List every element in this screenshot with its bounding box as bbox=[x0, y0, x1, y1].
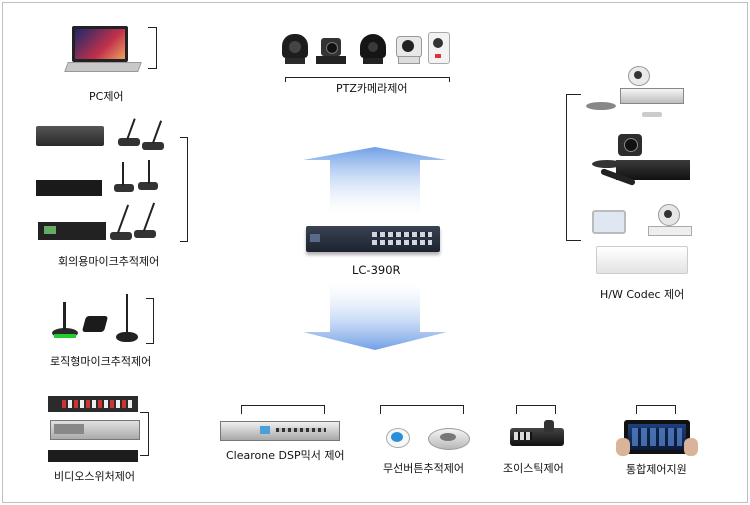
pc-label: PC제어 bbox=[89, 90, 124, 103]
video-switcher-bracket bbox=[140, 412, 149, 456]
logic-mic-group bbox=[46, 294, 146, 346]
video-switcher-label: 비디오스위처제어 bbox=[54, 470, 135, 483]
joystick-bracket bbox=[516, 405, 556, 414]
conference-mic-label: 회의용마이크추적제어 bbox=[58, 255, 160, 268]
pc-bracket bbox=[148, 27, 157, 69]
codec-device-group bbox=[584, 64, 694, 276]
integrated-label: 통합제어지원 bbox=[626, 463, 687, 476]
joystick-device bbox=[508, 420, 568, 450]
joystick-label: 조이스틱제어 bbox=[503, 462, 564, 475]
logic-mic-bracket bbox=[146, 298, 154, 344]
ptz-label: PTZ카메라제어 bbox=[336, 82, 408, 95]
dsp-bracket bbox=[241, 405, 325, 414]
lc-390r-label: LC-390R bbox=[352, 263, 401, 277]
wireless-button-device bbox=[382, 418, 472, 452]
dsp-label: Clearone DSP믹서 제어 bbox=[226, 449, 345, 462]
ptz-camera-group bbox=[280, 30, 450, 70]
conference-mic-bracket bbox=[180, 137, 188, 242]
lc-390r-device bbox=[306, 222, 440, 256]
tablet-device bbox=[616, 416, 698, 458]
logic-mic-label: 로직형마이크추적제어 bbox=[50, 355, 152, 368]
codec-label: H/W Codec 제어 bbox=[600, 288, 685, 301]
laptop-icon bbox=[64, 26, 142, 80]
wireless-bracket bbox=[380, 405, 464, 414]
ptz-bracket bbox=[285, 77, 450, 82]
integrated-bracket bbox=[636, 405, 676, 414]
clearone-dsp-device bbox=[220, 419, 340, 443]
conference-mic-group bbox=[34, 118, 184, 248]
video-switcher-group bbox=[48, 396, 144, 468]
codec-bracket bbox=[566, 94, 581, 241]
wireless-label: 무선버튼추적제어 bbox=[383, 462, 464, 475]
